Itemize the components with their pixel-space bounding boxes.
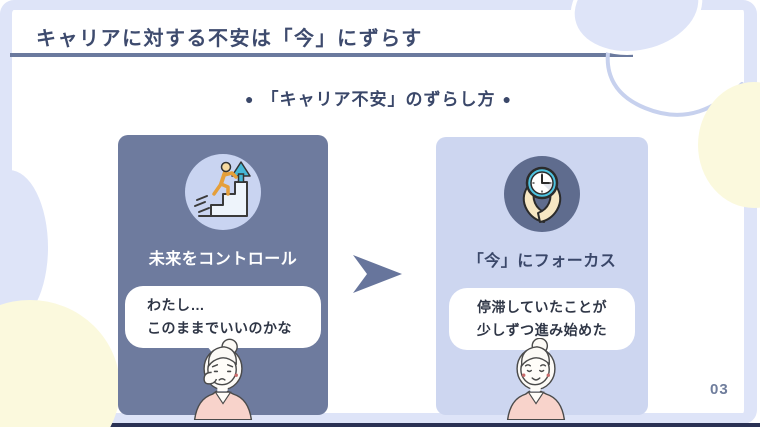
subtitle-left-dot-icon: ● — [245, 91, 255, 107]
person-climbing-stairs-icon — [194, 161, 251, 217]
bubble-line-1: わたし… — [147, 297, 205, 313]
page-number: 03 — [710, 381, 729, 398]
card-before-future-control: 未来をコントロール わたし… このままでいいのかな — [118, 135, 328, 420]
title-underline — [10, 53, 633, 57]
card-after-focus-now: 「今」にフォーカス 停滞していたことが 少しずつ進み始めた — [436, 137, 648, 420]
subtitle-right-dot-icon: ● — [502, 91, 512, 107]
page-title: キャリアに対する不安は「今」にずらす — [36, 28, 423, 50]
subtitle-text: 「キャリア不安」のずらし方 — [261, 90, 496, 109]
subtitle: ● 「キャリア不安」のずらし方 ● — [0, 85, 757, 110]
speech-bubble-before: わたし… このままでいいのかな — [125, 286, 321, 360]
bottom-navy-bar — [80, 423, 760, 427]
right-arrow-icon — [353, 255, 402, 293]
card-after-label: 「今」にフォーカス — [467, 253, 617, 270]
icon-circle — [185, 154, 261, 230]
smiling-woman-illustration — [506, 338, 565, 420]
bubble-line-2: 少しずつ進み始めた — [476, 321, 608, 338]
bubble-line-1: 停滞していたことが — [476, 299, 608, 315]
worried-woman-illustration — [193, 338, 253, 420]
bubble-line-2: このままでいいのかな — [147, 319, 292, 336]
card-before-label: 未来をコントロール — [148, 251, 298, 268]
icon-circle — [504, 156, 580, 232]
hands-holding-clock-icon — [522, 166, 562, 223]
